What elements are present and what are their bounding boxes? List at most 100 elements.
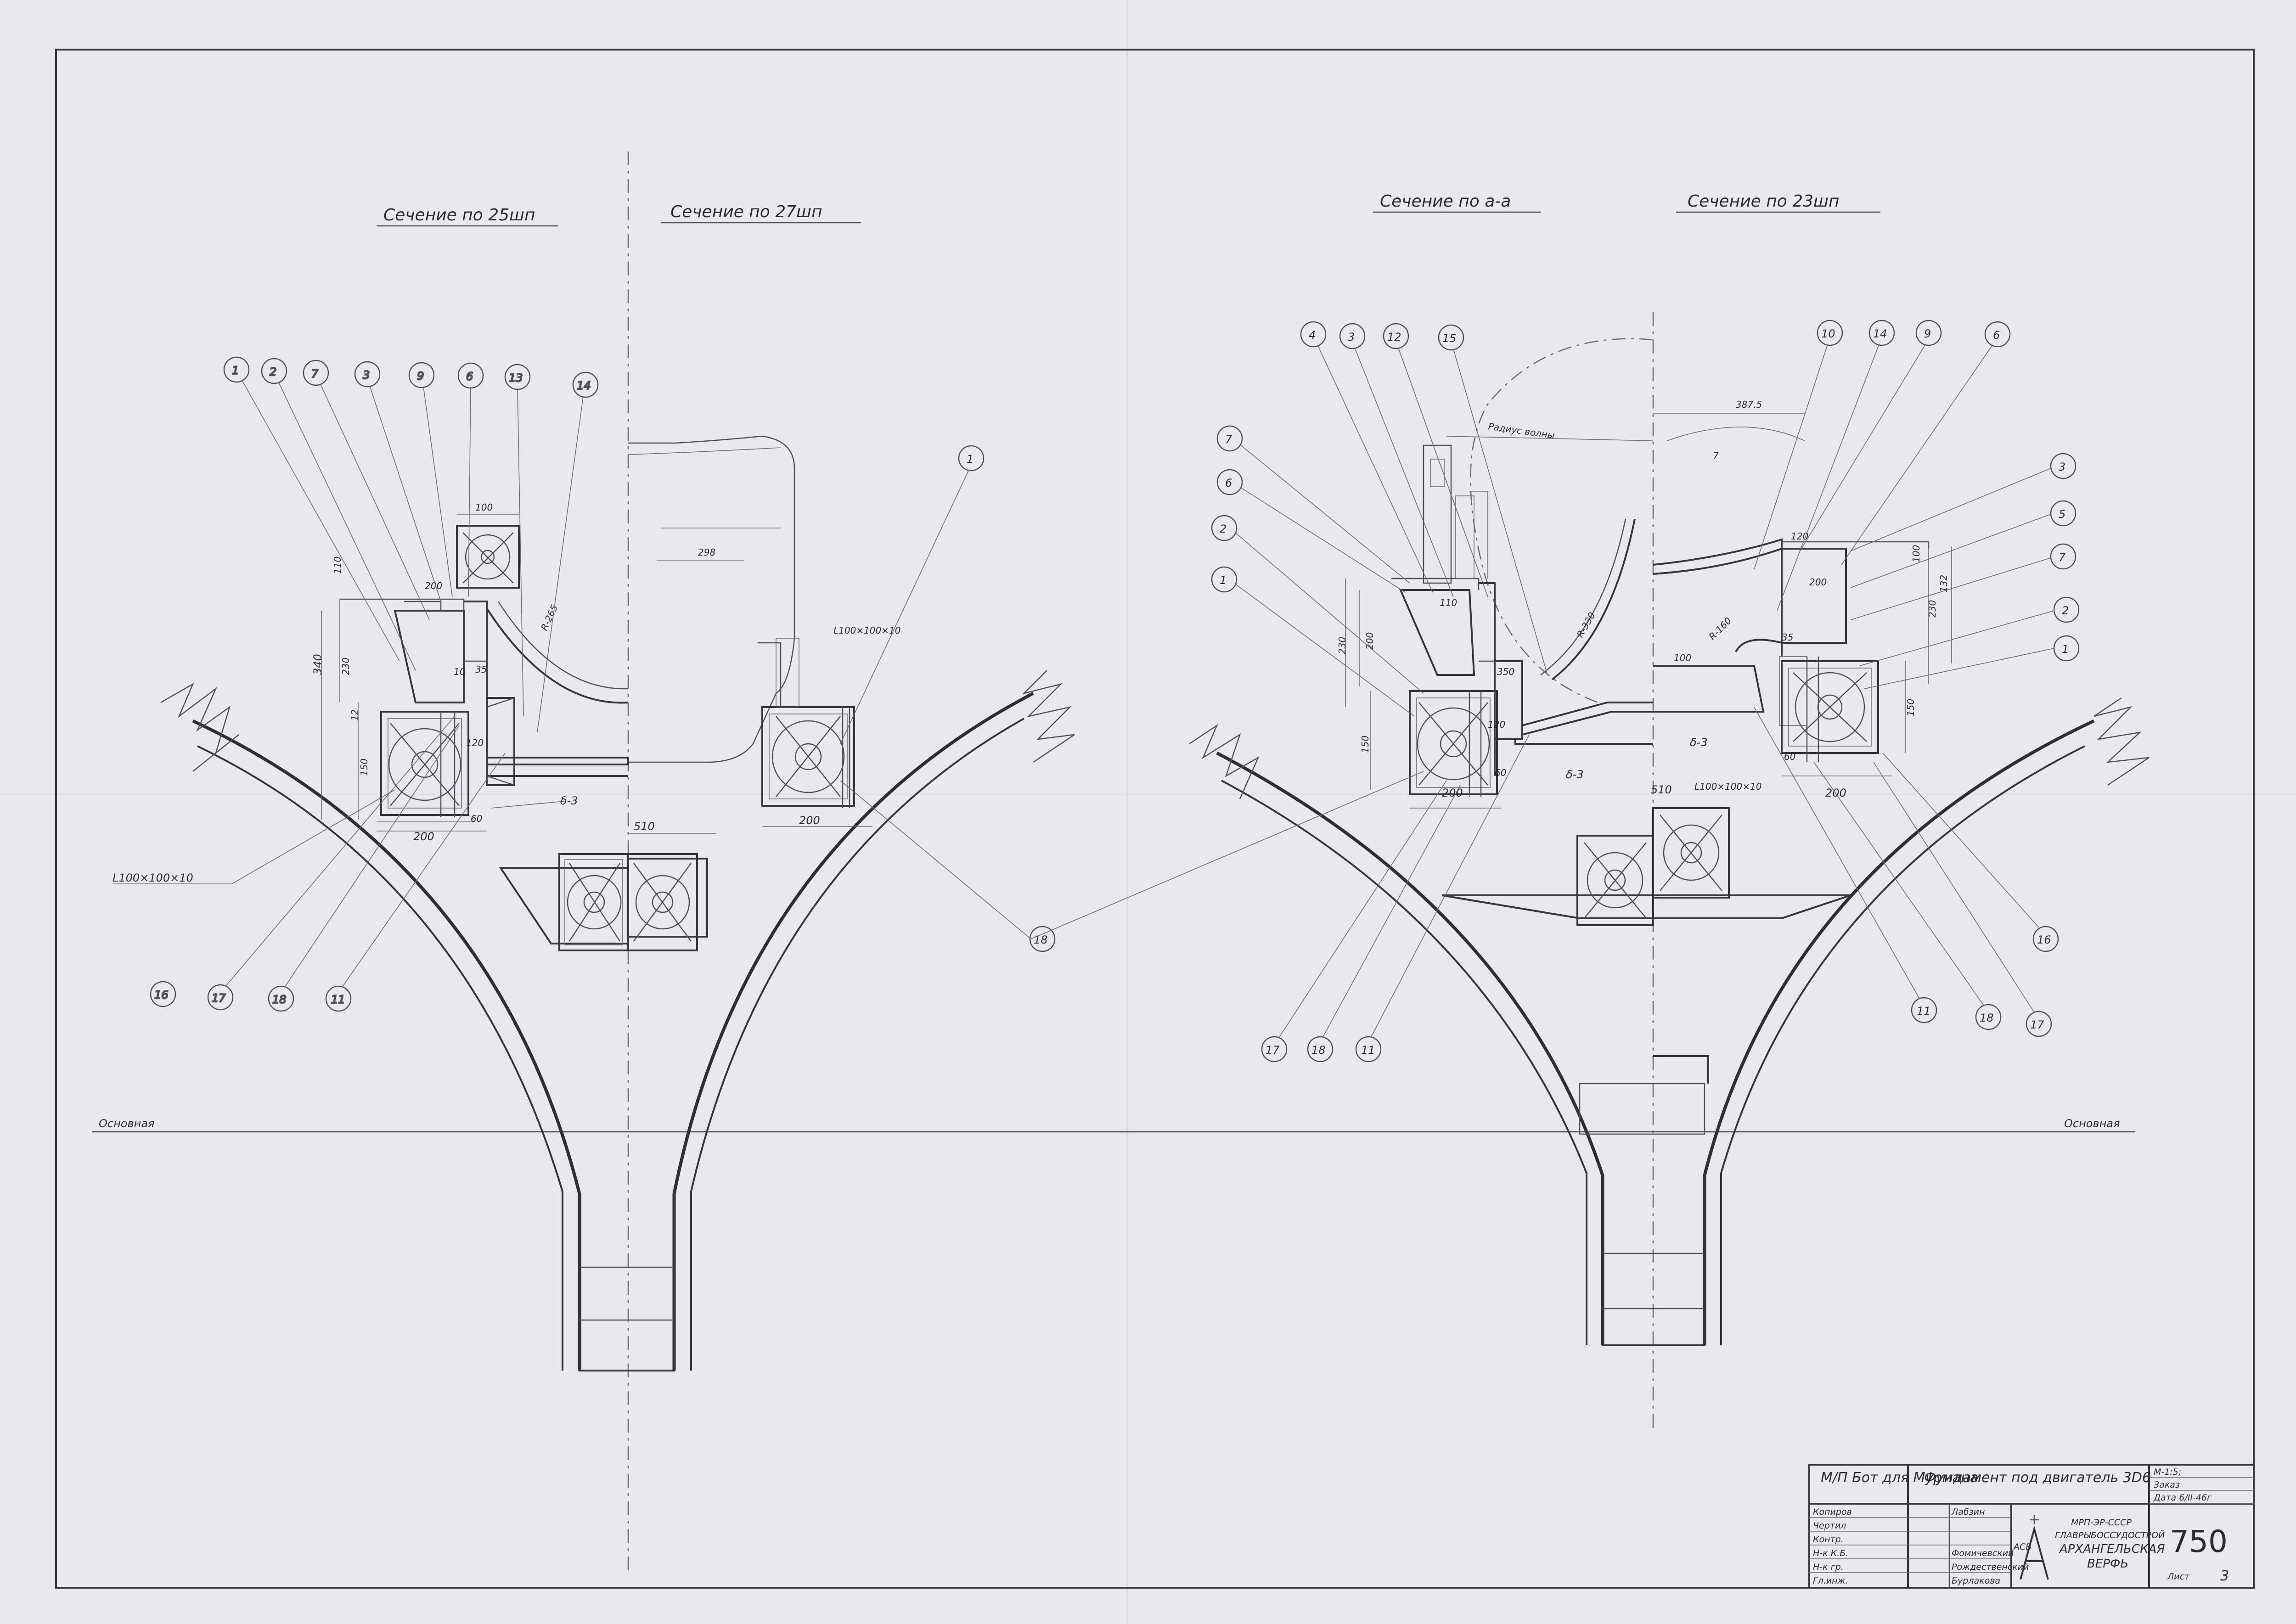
callout-aa-1: 1: [1211, 566, 1415, 717]
title-block: М/П Бот для Мурмана Фундамент под двигат…: [1808, 1464, 2255, 1589]
name-3: Рождественский: [1952, 1562, 2029, 1572]
callout-aa-17: 17: [1261, 780, 1447, 1062]
dim-25-delta: δ-3: [560, 794, 578, 807]
dim-23-60: 60: [1784, 751, 1795, 762]
org-line-2: ГЛАВРЫБОССУДОСТРОЙ: [2055, 1530, 2165, 1540]
callout-25-17: 17: [207, 716, 455, 1011]
dim-25-340: 340: [311, 654, 324, 675]
role-head-group: Н-к гр.: [1813, 1562, 1844, 1572]
svg-text:17: 17: [212, 992, 226, 1005]
dim-aa-60: 60: [1495, 767, 1506, 778]
callout-aa-15: 15: [1438, 324, 1548, 675]
callout-27-18: 18: [840, 771, 1424, 952]
svg-text:12: 12: [1387, 331, 1401, 343]
svg-text:11: 11: [1917, 1005, 1931, 1017]
callout-23-17: 17: [1873, 762, 2052, 1037]
svg-text:6: 6: [466, 370, 473, 383]
dim-aa-angle: L100×100×10: [1694, 781, 1761, 792]
sheet-index: 3: [2220, 1568, 2229, 1584]
dim-23-200: 200: [1809, 577, 1827, 588]
callout-23-3: 3: [1850, 453, 2077, 551]
dim-23-230: 230: [1927, 600, 1938, 618]
svg-text:1: 1: [967, 453, 974, 466]
svg-text:Сечение по 27шп: Сечение по 27шп: [670, 202, 822, 221]
section-title-25: Сечение по 25шп: [377, 206, 558, 227]
dim-25-110: 110: [332, 556, 343, 574]
dim-25-200b: 200: [413, 830, 434, 843]
dim-25-120: 120: [466, 737, 484, 748]
callout-27-1: 1: [840, 445, 985, 744]
svg-text:11: 11: [331, 993, 345, 1006]
dim-25-230: 230: [340, 657, 351, 675]
sheet-number: 750: [2170, 1524, 2228, 1559]
dim-25-150: 150: [359, 759, 370, 776]
svg-text:6: 6: [1993, 329, 2000, 342]
callout-25-9: 9: [408, 362, 453, 597]
dim-27-200: 200: [799, 814, 820, 827]
callout-23-1: 1: [1864, 635, 2080, 689]
base-line-label-left: Основная: [99, 1117, 154, 1130]
svg-text:15: 15: [1442, 332, 1457, 345]
callout-25-13: 13: [504, 364, 531, 717]
role-head-kb: Н-к К.Б.: [1813, 1548, 1848, 1558]
dim-aa-110: 110: [1440, 597, 1457, 608]
org-line-3: АРХАНГЕЛЬСКАЯ: [2059, 1542, 2165, 1556]
callout-23-5: 5: [1850, 500, 2077, 588]
svg-text:6: 6: [1225, 477, 1232, 489]
dim-25-10: 10: [454, 666, 465, 677]
callout-aa-2: 2: [1211, 515, 1424, 694]
svg-text:2: 2: [270, 365, 276, 378]
dim-23-100b: 100: [1911, 545, 1922, 562]
dim-23-7: 7: [1713, 450, 1719, 461]
callout-23-6: 6: [1841, 321, 2011, 565]
role-checker: Контр.: [1813, 1534, 1844, 1545]
dim-aa-200: 200: [1364, 632, 1375, 650]
svg-text:13: 13: [509, 371, 523, 384]
svg-text:17: 17: [2030, 1018, 2044, 1031]
dim-aa-230: 230: [1337, 637, 1348, 654]
title-block-project: М/П Бот для Мурмана: [1821, 1470, 1978, 1486]
dim-23-132: 132: [1938, 575, 1949, 592]
svg-text:5: 5: [2059, 508, 2065, 521]
title-block-drawing-title: Фундамент под двигатель 3D6: [1924, 1470, 2151, 1486]
callout-23-7: 7: [1850, 543, 2077, 620]
title-block-scale: М-1:5;: [2154, 1467, 2181, 1477]
svg-text:14: 14: [1873, 327, 1887, 340]
dim-23-35: 35: [1782, 632, 1793, 643]
title-block-date: Дата 6/II-46г: [2153, 1493, 2212, 1503]
svg-text:18: 18: [272, 993, 287, 1006]
svg-text:Сечение по а-а: Сечение по а-а: [1380, 192, 1511, 211]
svg-text:14: 14: [577, 379, 591, 392]
callout-25-6: 6: [457, 362, 484, 597]
svg-text:16: 16: [154, 989, 169, 1001]
svg-text:18: 18: [1034, 933, 1048, 946]
callout-aa-12: 12: [1383, 323, 1488, 597]
callouts-section-23: 10 14 9 6 3 5 7 2 1 16 17 18 11: [1754, 320, 2080, 1037]
name-2: Фомичевский: [1952, 1548, 2014, 1558]
dim-25-angle: L100×100×10: [113, 871, 193, 884]
dim-27-angle: L100×100×10: [833, 625, 900, 636]
callout-aa-3: 3: [1339, 323, 1454, 597]
organization-logo: АСВ: [2013, 1515, 2049, 1580]
dim-27-298: 298: [698, 547, 715, 558]
callout-aa-11: 11: [1355, 734, 1530, 1062]
svg-text:7: 7: [1225, 433, 1232, 446]
sheet-label: Лист: [2167, 1572, 2190, 1582]
callouts-section-27: 1 18: [840, 445, 1424, 952]
section-title-23: Сечение по 23шп: [1676, 192, 1880, 213]
dim-aa-510: 510: [1651, 783, 1672, 796]
svg-text:Сечение по 25шп: Сечение по 25шп: [383, 206, 535, 225]
svg-text:16: 16: [2037, 933, 2051, 946]
dim-23-100: 100: [1674, 652, 1691, 663]
callout-25-14: 14: [537, 371, 599, 733]
callouts-section-aa: 4 3 12 15 7 6 2 1 17 18 11: [1211, 321, 1548, 1062]
dim-23-200b: 200: [1825, 787, 1846, 799]
svg-text:9: 9: [1924, 327, 1931, 340]
callout-25-1: 1: [223, 356, 400, 662]
callout-25-16: 16: [150, 981, 176, 1007]
callout-25-2: 2: [261, 358, 416, 671]
dim-23-delta: δ-3: [1690, 736, 1708, 749]
callout-23-14: 14: [1777, 320, 1895, 611]
callout-23-16: 16: [1882, 753, 2059, 952]
